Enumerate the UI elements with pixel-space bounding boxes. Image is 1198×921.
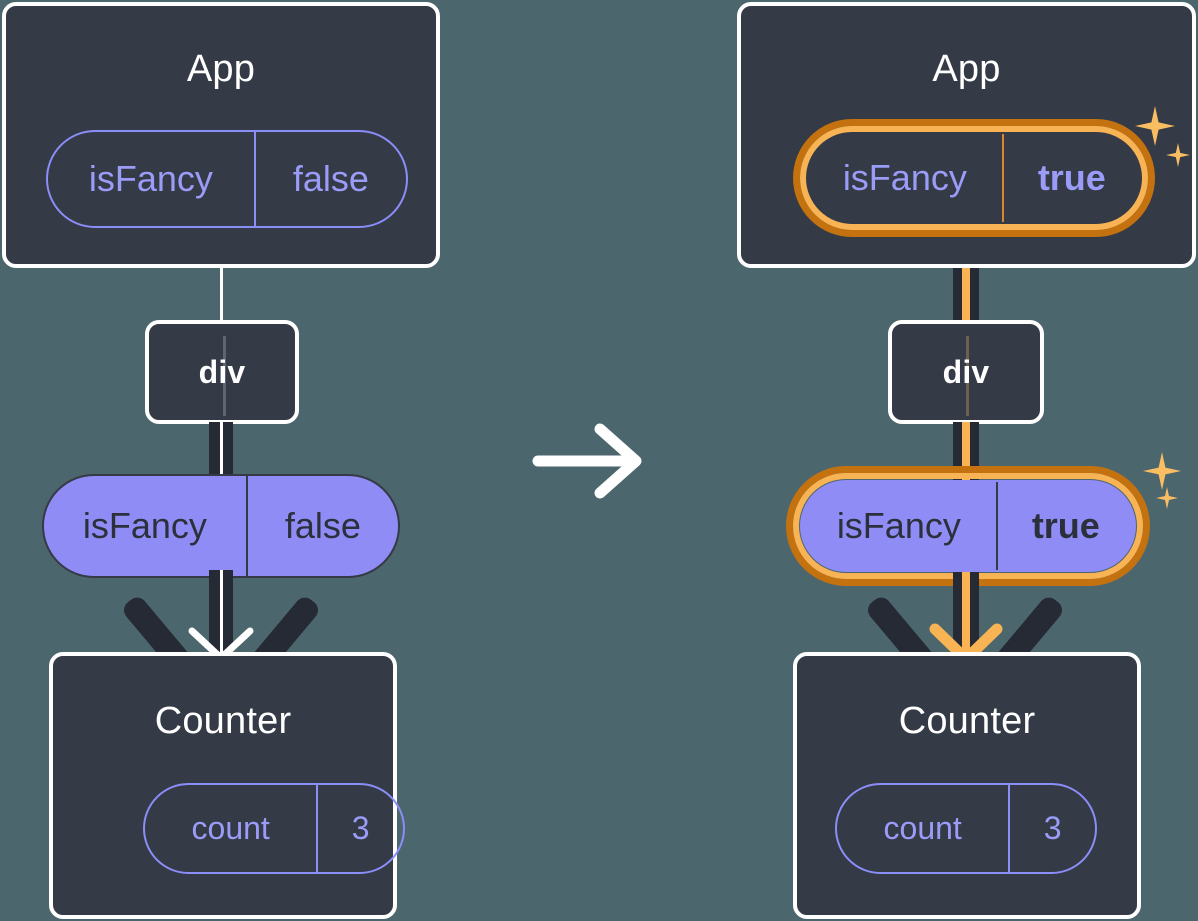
- app-state-value-left: false: [253, 132, 406, 226]
- div-inner-line-left: [223, 336, 226, 416]
- transition-right-arrow-icon: [532, 423, 642, 499]
- prop-name-right: isFancy: [836, 505, 961, 546]
- counter-title-right: Counter: [898, 700, 1036, 742]
- div-element-box-left: div: [145, 320, 299, 424]
- prop-name-left: isFancy: [82, 505, 207, 546]
- sparkle-icon-prop-right: [1143, 452, 1181, 490]
- prop-pill-left[interactable]: isFancy false: [42, 474, 400, 578]
- app-state-name-left: isFancy: [88, 158, 213, 199]
- prop-pill-right[interactable]: isFancy true: [800, 480, 1136, 572]
- connector-div-to-prop-orange-right: [962, 422, 970, 484]
- div-label-left: div: [198, 354, 246, 390]
- counter-state-name-left: count: [191, 810, 270, 846]
- app-title-right: App: [932, 48, 1001, 90]
- app-state-pill-right[interactable]: isFancy true: [806, 132, 1142, 224]
- app-component-box-left: App isFancy false: [2, 2, 440, 268]
- app-component-box-right: App isFancy true: [737, 2, 1196, 268]
- app-state-name-right: isFancy: [842, 157, 967, 198]
- div-inner-line-right: [966, 336, 969, 416]
- arrow-right-shaft-orange: [962, 572, 970, 660]
- counter-state-value-right: 3: [1008, 785, 1095, 872]
- connector-app-to-div-orange-right: [962, 222, 970, 322]
- counter-component-box-left: Counter count 3: [49, 652, 405, 919]
- sparkle-icon-app-small-right: [1166, 143, 1190, 167]
- connector-app-to-div-left: [220, 264, 223, 322]
- counter-component-box-right: Counter count 3: [793, 652, 1141, 919]
- app-title-left: App: [186, 48, 256, 90]
- arrow-left-shaft-white: [220, 570, 223, 656]
- counter-state-value-left: 3: [316, 785, 403, 872]
- counter-title-left: Counter: [154, 700, 292, 742]
- div-element-box-right: div: [888, 320, 1044, 424]
- connector-div-to-prop-white-left: [220, 422, 223, 480]
- app-state-value-right: true: [1001, 134, 1140, 222]
- app-state-highlight-outer-right: [793, 119, 1155, 237]
- counter-state-pill-left[interactable]: count 3: [143, 783, 405, 874]
- app-state-pill-left[interactable]: isFancy false: [46, 130, 408, 228]
- sparkle-icon-prop-small-right: [1156, 487, 1178, 509]
- app-state-highlight-inner-right: [800, 126, 1148, 230]
- counter-state-name-right: count: [883, 810, 962, 846]
- div-label-right: div: [942, 354, 990, 390]
- counter-state-pill-right[interactable]: count 3: [835, 783, 1097, 874]
- prop-value-left: false: [245, 476, 398, 576]
- prop-value-right: true: [995, 482, 1134, 570]
